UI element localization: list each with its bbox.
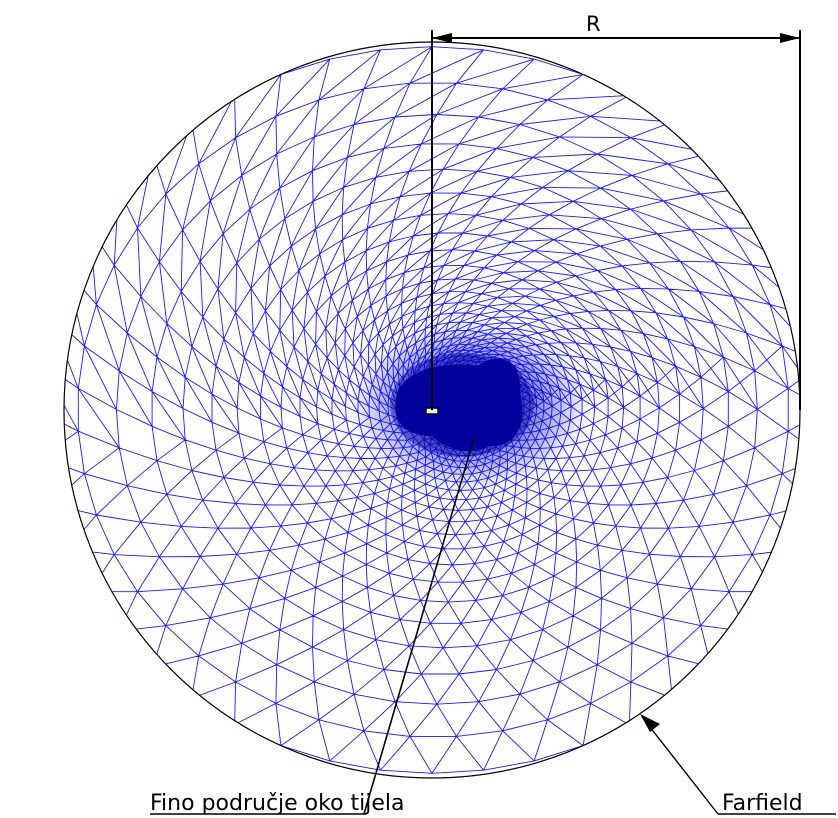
- radius-label: R: [586, 12, 601, 36]
- fine-region-leader: [363, 437, 475, 815]
- farfield-callout: Farfield: [640, 714, 836, 816]
- fine-region-label: Fino područje oko tijela: [150, 791, 405, 816]
- farfield-arrow: [640, 714, 660, 732]
- radius-arrow-left: [432, 33, 452, 43]
- fine-region-callout: Fino područje oko tijela: [150, 437, 475, 816]
- fine-mesh-region: [350, 320, 590, 490]
- farfield-leader: [645, 721, 719, 815]
- farfield-label: Farfield: [722, 791, 803, 816]
- radius-arrow-right: [780, 33, 800, 43]
- radius-dimension: R: [431, 12, 801, 410]
